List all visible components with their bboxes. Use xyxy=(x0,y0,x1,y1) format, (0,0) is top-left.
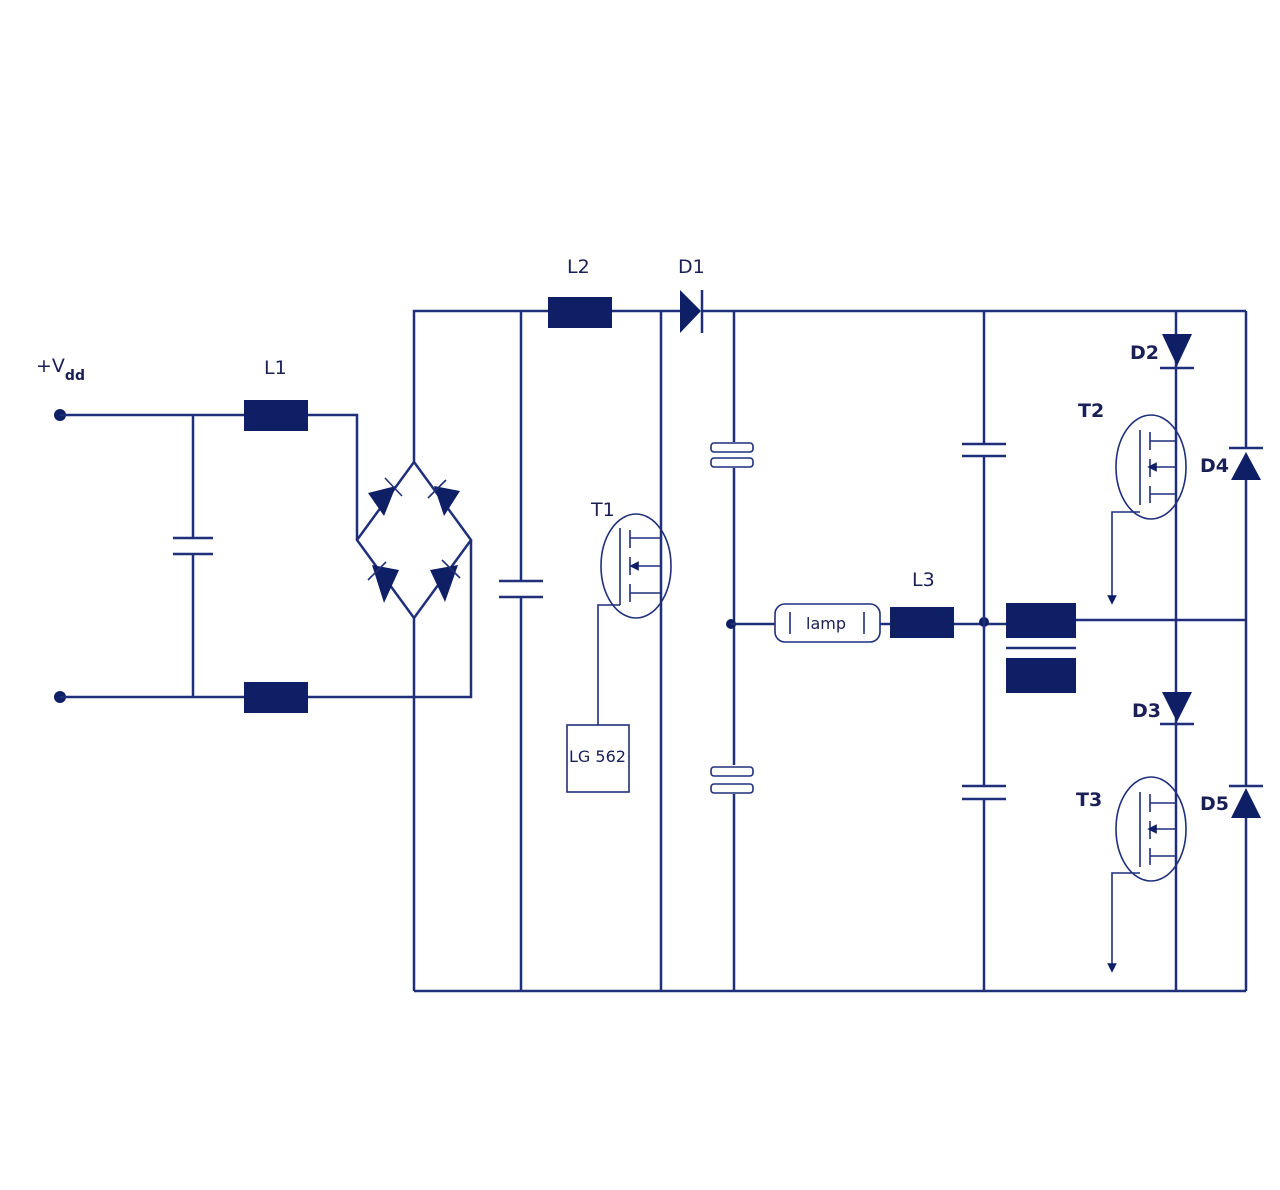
lamp: lamp xyxy=(774,603,881,643)
label-d2: D2 xyxy=(1130,342,1159,364)
input-section: +Vdd L1 xyxy=(36,355,473,713)
mosfet-t1 xyxy=(597,513,672,725)
half-bridge-capacitors xyxy=(710,311,754,991)
main-rails xyxy=(412,309,1248,993)
inductor-bottom xyxy=(244,682,308,713)
label-t2: T2 xyxy=(1078,400,1104,422)
snubber-capacitors xyxy=(962,311,1006,991)
inverter-leg: D2 T2 D4 D3 xyxy=(1076,311,1263,991)
diode-d4 xyxy=(1229,446,1263,480)
label-d5: D5 xyxy=(1200,793,1229,815)
label-l2: L2 xyxy=(567,256,590,278)
label-t1: T1 xyxy=(590,499,615,521)
mosfet-t2 xyxy=(1107,414,1187,605)
controller-ic: LG 562 xyxy=(566,724,630,793)
label-d3: D3 xyxy=(1132,700,1161,722)
label-d4: D4 xyxy=(1200,455,1229,477)
bridge-rectifier xyxy=(355,459,473,621)
pfc-stage: L2 D1 T1 LG 562 xyxy=(548,256,705,991)
diode-d3 xyxy=(1160,692,1194,726)
supply-label: +Vdd xyxy=(36,355,85,384)
label-l3: L3 xyxy=(912,569,935,591)
bulk-capacitor xyxy=(499,311,543,991)
inductor-l1 xyxy=(244,400,308,431)
label-d1: D1 xyxy=(678,256,705,278)
inductor-l2 xyxy=(548,297,612,328)
diode-d5 xyxy=(1229,784,1263,818)
transformer xyxy=(1006,603,1076,693)
diode-d1 xyxy=(680,290,704,333)
lamp-branch: lamp L3 xyxy=(731,569,1246,693)
inductor-l3 xyxy=(890,607,954,638)
label-t3: T3 xyxy=(1076,789,1102,811)
diode-d2 xyxy=(1160,334,1194,370)
input-capacitor xyxy=(173,415,213,697)
mosfet-t3 xyxy=(1107,776,1187,973)
label-l1: L1 xyxy=(264,357,287,379)
svg-text:lamp: lamp xyxy=(806,614,846,633)
svg-text:LG 562: LG 562 xyxy=(569,747,626,766)
